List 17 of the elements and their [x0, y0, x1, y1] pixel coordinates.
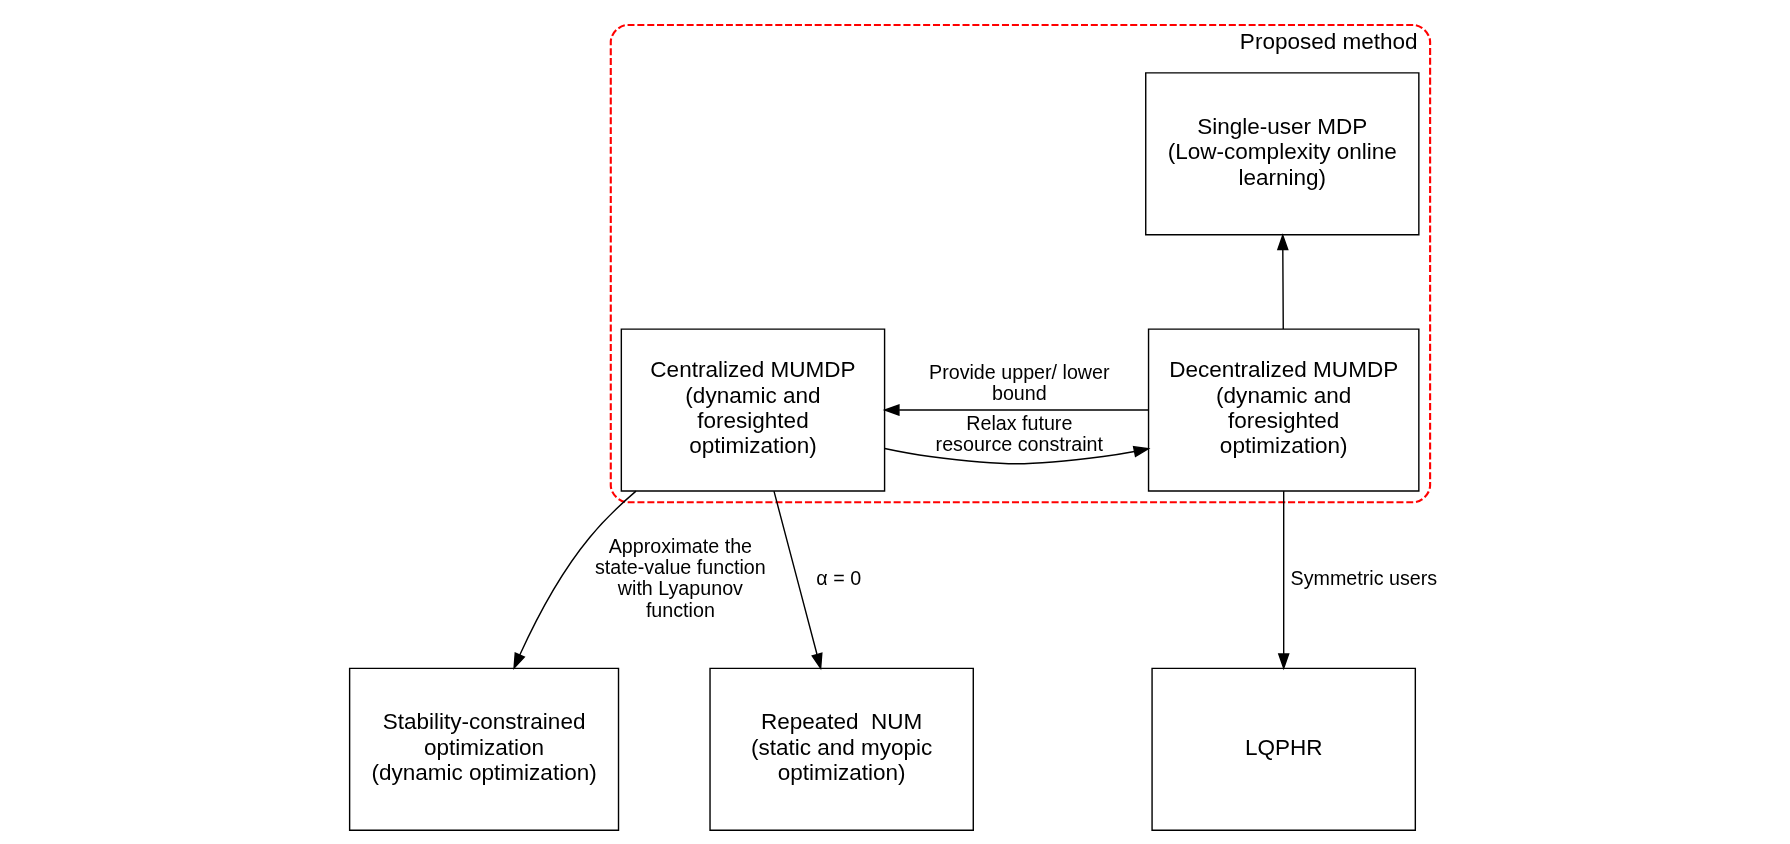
- node-box: Single-user MDP (Low-complexity online learning): [1144, 72, 1420, 236]
- edge-label: Symmetric users: [1290, 566, 1437, 589]
- node-box: Decentralized MUMDP (dynamic and foresighted optimization): [1147, 328, 1420, 492]
- edge-label: Approximate the state-value function with Lyapunov function: [594, 535, 766, 621]
- node-box: Centralized MUMDP (dynamic and foresighted optimization): [620, 328, 885, 492]
- arrow: [772, 490, 823, 671]
- arrow: [882, 404, 1149, 416]
- edge-label: α = 0: [815, 566, 861, 589]
- arrow: [1277, 490, 1290, 671]
- node-box: LQPHR: [1150, 667, 1416, 831]
- edge-label: Relax future resource constraint: [935, 412, 1103, 456]
- node-box: Stability-constrained optimization (dynamic optimization): [348, 667, 619, 831]
- arrow: [512, 490, 637, 670]
- node-box: Repeated NUM (static and myopic optimization): [708, 667, 974, 831]
- edge-label: Provide upper/ lower bound: [928, 361, 1110, 405]
- arrow: [883, 445, 1150, 465]
- arrow: [1276, 233, 1289, 330]
